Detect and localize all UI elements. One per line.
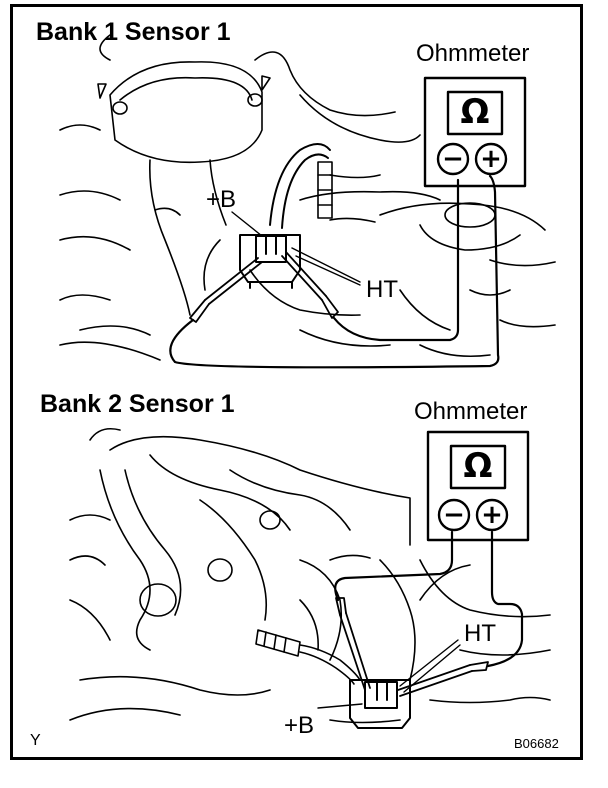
sensor-harness-1	[269, 143, 331, 229]
meter-leads-1	[169, 174, 500, 369]
corner-mark: Y	[30, 732, 41, 749]
panel1-ht-label: HT	[366, 276, 398, 303]
ohm-symbol-icon: Ω	[460, 92, 490, 132]
figure-frame	[10, 4, 583, 760]
label-pointers-1	[231, 211, 361, 286]
ohmmeter-2	[426, 430, 530, 542]
panel1-plus-b-label: +B	[206, 186, 237, 213]
panel2-plus-b-label: +B	[284, 712, 315, 739]
panel2-ohmmeter-label: Ohmmeter	[414, 398, 528, 425]
panel1-title: Bank 1 Sensor 1	[36, 18, 231, 46]
label-pointers-2	[317, 639, 461, 709]
minus-terminal-icon: −	[443, 500, 465, 530]
ohmmeter-1	[423, 76, 527, 188]
ohm-symbol-icon: Ω	[463, 446, 493, 486]
plus-terminal-icon: +	[480, 144, 502, 174]
exhaust-manifold-drawing-2	[69, 427, 551, 724]
panel2-title: Bank 2 Sensor 1	[40, 390, 235, 418]
sensor-connector-1	[239, 234, 301, 289]
test-probes-2	[335, 597, 489, 697]
minus-terminal-icon: −	[442, 144, 464, 174]
meter-leads-2	[334, 530, 524, 668]
sensor-connector-2	[349, 679, 411, 729]
panel1-ohmmeter-label: Ohmmeter	[416, 40, 530, 67]
plus-terminal-icon: +	[481, 500, 503, 530]
panel2-ht-label: HT	[464, 620, 496, 647]
figure-code: B06682	[514, 736, 559, 751]
exhaust-manifold-drawing-1	[59, 34, 556, 361]
